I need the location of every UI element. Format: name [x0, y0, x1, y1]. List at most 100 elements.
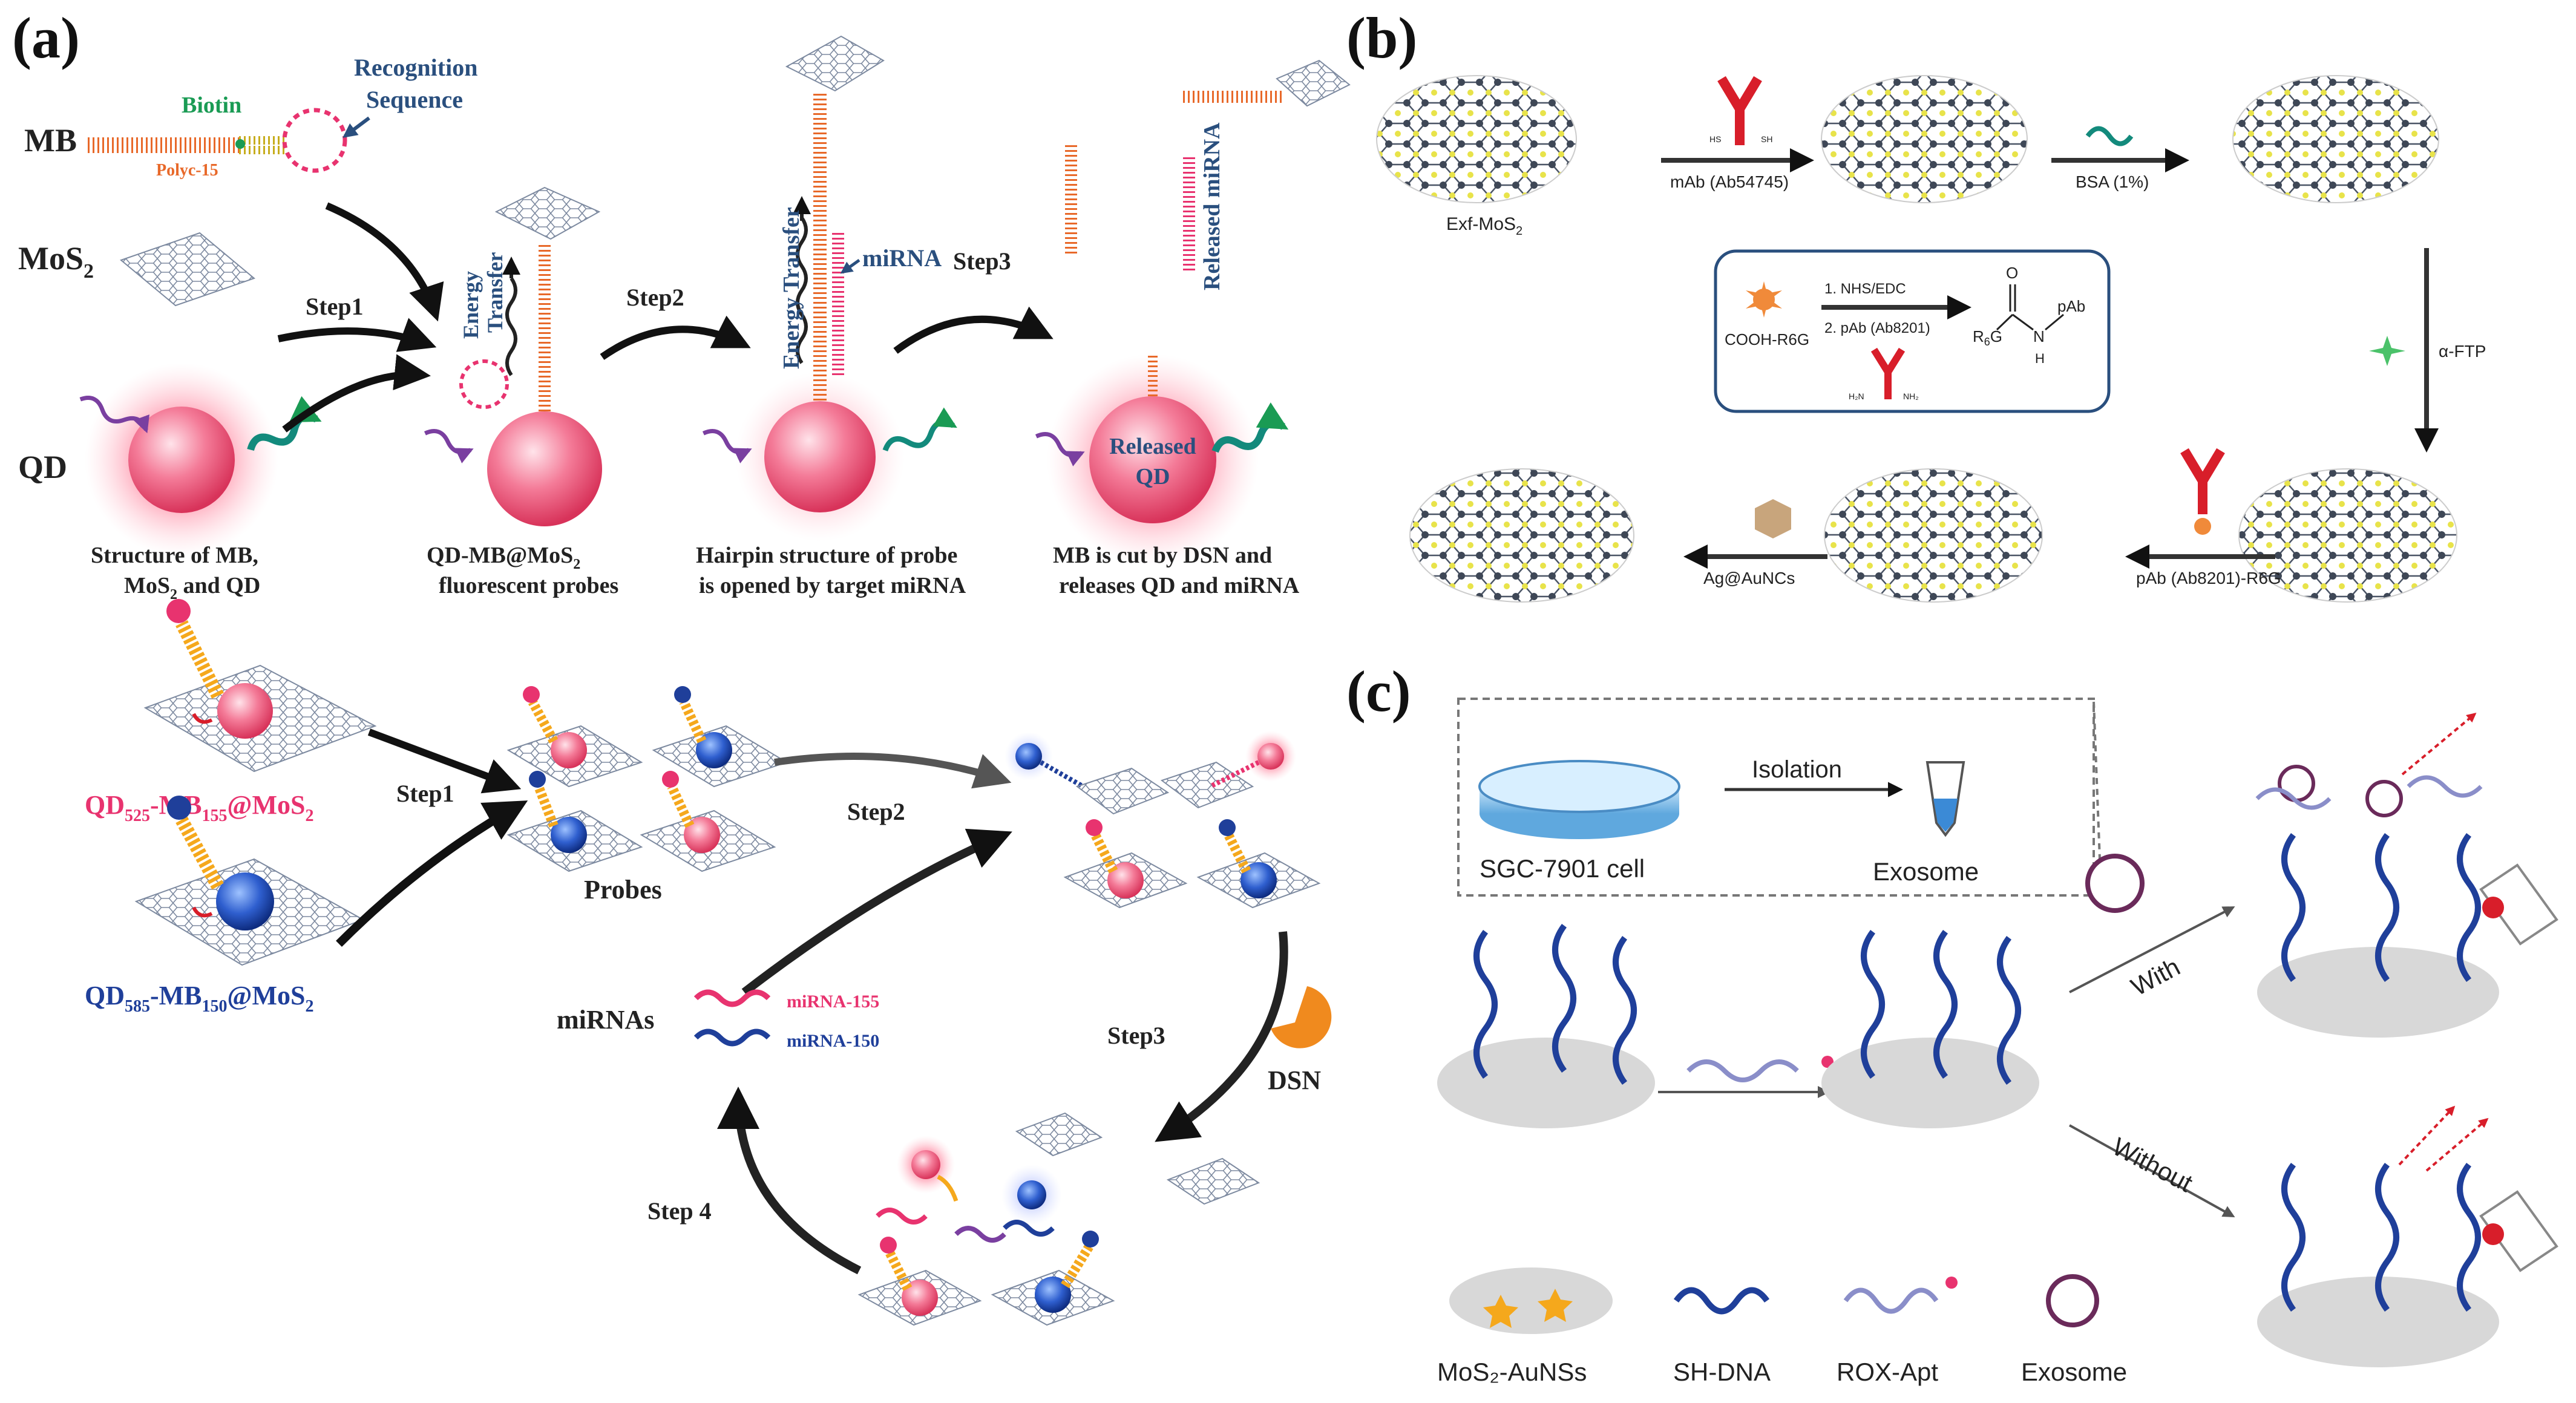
polyc-label: Polyc-15 [156, 161, 218, 180]
panel-a-top: MB Biotin Recognition Sequence Polyc-15 … [18, 35, 1351, 603]
caption-a2-line1: QD-MB@MoS2 [427, 543, 580, 572]
pab-r6g-label: pAb (Ab8201)-R6G [2136, 569, 2281, 587]
energy-transfer-vertical: Energy Transfer [779, 207, 804, 369]
final-sensor-sheet [1409, 468, 1634, 603]
r6g-group-label: R6G [1973, 327, 2002, 348]
released-qd-label-1: Released [1109, 434, 1196, 459]
panel-b: Exf-MoS2 HS SH mAb (Ab54745) BSA (1%) CO… [1376, 75, 2486, 603]
arrow-step2 [600, 315, 751, 360]
arrow-with [2069, 906, 2235, 993]
arrow-without [2069, 1124, 2235, 1217]
qd-label: QD [18, 449, 67, 485]
qd-sphere [128, 407, 235, 513]
caption-a1-line2: MoS2 and QD [124, 573, 260, 603]
arrow-bottom-step1-top [367, 728, 522, 794]
energy-transfer-label-1: Energy [459, 271, 483, 339]
mos2-sheet-icon [119, 232, 256, 307]
legend-shdna-label: SH-DNA [1673, 1358, 1771, 1386]
probe-qd-sphere [487, 411, 602, 526]
nhs-edc-label: 1. NHS/EDC [1824, 281, 1906, 297]
probe-mos2-sheet [494, 186, 601, 240]
sgc-cell-label: SGC-7901 cell [1480, 854, 1645, 883]
legend-mos2-label: MoS₂-AuNSs [1437, 1358, 1587, 1386]
bottom-step2-label: Step2 [847, 798, 905, 825]
substrate-left [1437, 1038, 1655, 1128]
arrow-mb-to-probe [325, 202, 444, 322]
legend-exosome-label: Exosome [2021, 1358, 2127, 1386]
caption-a3-line1: Hairpin structure of probe [696, 543, 957, 568]
bottom-step4-label: Step 4 [647, 1197, 712, 1225]
arrow-bottom-step3 [1155, 931, 1288, 1142]
exf-mos2-label: Exf-MoS2 [1446, 214, 1522, 238]
step2-label: Step2 [626, 284, 684, 311]
cleaved-products [857, 1112, 1260, 1326]
strands-without [2281, 1163, 2481, 1312]
arrow-bottom-step2 [774, 753, 1012, 789]
nh2-label: NH₂ [1903, 391, 1919, 401]
arrow-bottom-step1-bottom [336, 800, 528, 947]
dsdna-strands-middle [1861, 930, 2021, 1085]
caption-a4-line2: releases QD and miRNA [1059, 573, 1300, 598]
mab-antibody-icon [1717, 76, 1762, 145]
sh-label: SH [1761, 134, 1772, 144]
arrow-bottom-step4 [717, 1087, 862, 1275]
released-qd-label-2: QD [1136, 464, 1170, 489]
rox-apt-icon [1686, 1059, 1799, 1082]
pab-product-label: pAb [2057, 297, 2085, 315]
pab-reagent-label: 2. pAb (Ab8201) [1824, 320, 1930, 336]
bsa-blocked-sheet [2232, 75, 2439, 203]
pab-antibody-small-icon [1870, 347, 1906, 399]
legend-shdna-icon [1673, 1287, 1770, 1315]
step1-label: Step1 [306, 293, 364, 320]
mb-label: MB [24, 122, 77, 159]
dsn-enzyme-icon [1271, 986, 1332, 1048]
mirna150-strand [693, 1029, 771, 1047]
substrate-with [2257, 947, 2499, 1038]
n-atom-label: N [2033, 327, 2045, 345]
probes-cluster [506, 686, 788, 872]
substrate-without [2257, 1277, 2499, 1367]
r6g-starburst-icon [1746, 281, 1782, 318]
mab-label: mAb (Ab54745) [1670, 172, 1789, 191]
bsa-icon [2085, 126, 2134, 146]
isolation-label: Isolation [1752, 756, 1842, 783]
culture-dish-icon [1478, 760, 1680, 839]
o-atom-label: O [2006, 264, 2018, 282]
biotin-label: Biotin [182, 93, 241, 118]
afp-label: α-FTP [2439, 342, 2486, 361]
laser-head-icon-bottom [2479, 1190, 2558, 1272]
dsn-label: DSN [1268, 1065, 1321, 1095]
strands-with [2255, 765, 2483, 982]
afp-antigen-icon [2369, 336, 2405, 366]
arrow-qd-to-probe [282, 354, 431, 433]
laser-head-icon-top [2479, 863, 2558, 946]
legend-rox-apt-icon [1843, 1287, 1939, 1314]
bottom-step3-label: Step3 [1107, 1022, 1165, 1049]
excitation-wave-icon [79, 396, 149, 434]
caption-a4-line1: MB is cut by DSN and [1053, 543, 1272, 568]
cooh-r6g-label: COOH-R6G [1725, 330, 1809, 348]
mirnas-label: miRNAs [557, 1005, 654, 1035]
released-qd-sphere [1089, 396, 1216, 523]
caption-a1-line1: Structure of MB, [91, 543, 258, 568]
arrow-step3 [893, 306, 1054, 354]
caption-a3-line2: is opened by target miRNA [699, 573, 966, 598]
isolation-box [1457, 698, 2095, 897]
without-label: Without [2108, 1132, 2197, 1198]
recognition-label-line1: Recognition [354, 54, 477, 81]
mb-hairpin-probe [88, 108, 347, 173]
mirna150-label: miRNA-150 [787, 1031, 879, 1051]
arrow-mos2-to-probe [277, 318, 437, 352]
bsa-label: BSA (1%) [2076, 172, 2149, 191]
arrow-mirna-hybridize [741, 828, 1012, 996]
probes-label: Probes [584, 875, 662, 904]
mab-coated-sheet [1821, 75, 2028, 203]
antigen-captured-sheet [2238, 468, 2457, 603]
step3-label: Step3 [953, 247, 1011, 275]
mos2-label: MoS2 [18, 240, 94, 283]
agau-label: Ag@AuNCs [1703, 569, 1795, 587]
recognition-label-line2: Sequence [366, 86, 463, 113]
substrate-middle [1821, 1038, 2039, 1128]
exf-mos2-sheet [1376, 75, 1577, 203]
qd525-probe-label: QD525-MB155@MoS2 [85, 790, 313, 825]
